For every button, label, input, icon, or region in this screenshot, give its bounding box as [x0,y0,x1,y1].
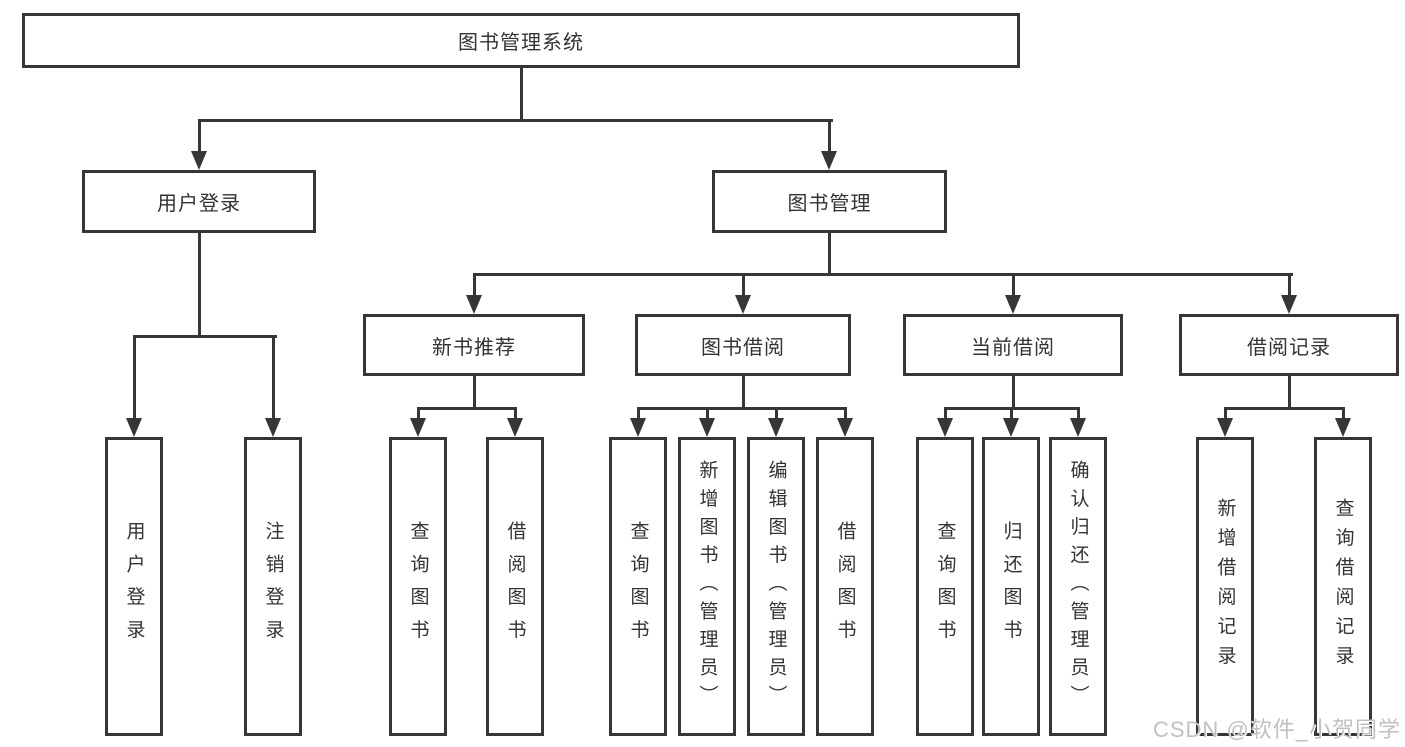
connector-line [1010,408,1013,422]
connector-line [637,408,640,422]
leaf-query-books-2: 查询图书 [609,437,667,736]
connector-line [828,120,831,156]
arrow-down-icon [1005,295,1021,314]
connector-line [1342,408,1345,422]
arrow-down-icon [126,418,142,437]
leaf-add-books-admin-label: 新增图书（管理员） [696,459,718,714]
node-book-management-system: 图书管理系统 [22,13,1020,68]
connector-line [828,233,831,275]
connector-line [1224,408,1227,422]
connector-line [742,274,745,300]
connector-line [417,408,420,422]
leaf-borrow-books: 借阅图书 [486,437,544,736]
leaf-query-books-label: 查询图书 [407,521,429,652]
leaf-query-books: 查询图书 [389,437,447,736]
connector-line [272,336,275,422]
connector-line [1012,376,1015,409]
leaf-logout-login-label: 注销登录 [262,521,284,652]
connector-line [133,335,277,338]
leaf-confirm-return-admin: 确认归还（管理员） [1049,437,1107,736]
connector-line [198,120,201,156]
arrow-down-icon [1070,418,1086,437]
connector-line [844,408,847,422]
node-book-borrow: 图书借阅 [635,314,851,376]
leaf-confirm-return-admin-label: 确认归还（管理员） [1067,459,1089,714]
connector-line [706,408,709,422]
watermark-text: CSDN @软件_小贺同学 [1152,717,1401,742]
connector-line [1224,407,1345,410]
leaf-query-borrow-record-label: 查询借阅记录 [1332,498,1354,675]
node-current-borrow: 当前借阅 [903,314,1123,376]
arrow-down-icon [630,418,646,437]
arrow-down-icon [699,418,715,437]
arrow-down-icon [735,295,751,314]
connector-line [944,408,947,422]
arrow-down-icon [768,418,784,437]
arrow-down-icon [937,418,953,437]
connector-line [775,408,778,422]
connector-line [1288,274,1291,300]
arrow-down-icon [265,418,281,437]
leaf-query-books-2-label: 查询图书 [627,521,649,652]
leaf-borrow-books-2-label: 借阅图书 [834,521,856,652]
leaf-add-borrow-record: 新增借阅记录 [1196,437,1254,736]
arrow-down-icon [410,418,426,437]
leaf-query-borrow-record: 查询借阅记录 [1314,437,1372,736]
arrow-down-icon [1335,418,1351,437]
connector-line [133,336,136,422]
leaf-return-books: 归还图书 [982,437,1040,736]
connector-line [1288,376,1291,409]
leaf-edit-books-admin-label: 编辑图书（管理员） [765,459,787,714]
connector-line [637,407,847,410]
node-user-login: 用户登录 [82,170,316,233]
connector-line [520,68,523,122]
connector-line [198,119,833,122]
leaf-borrow-books-2: 借阅图书 [816,437,874,736]
leaf-borrow-books-label: 借阅图书 [504,521,526,652]
node-new-book-recommend: 新书推荐 [363,314,585,376]
leaf-edit-books-admin: 编辑图书（管理员） [747,437,805,736]
connector-line [742,376,745,409]
arrow-down-icon [191,151,207,170]
connector-line [1077,408,1080,422]
node-book-management: 图书管理 [712,170,947,233]
arrow-down-icon [1003,418,1019,437]
leaf-user-login: 用户登录 [105,437,163,736]
arrow-down-icon [466,295,482,314]
leaf-query-books-3: 查询图书 [916,437,974,736]
leaf-return-books-label: 归还图书 [1000,521,1022,652]
connector-line [198,233,201,337]
arrow-down-icon [1217,418,1233,437]
connector-line [1012,274,1015,300]
arrow-down-icon [837,418,853,437]
arrow-down-icon [821,151,837,170]
node-borrow-records: 借阅记录 [1179,314,1399,376]
connector-line [417,407,517,410]
leaf-query-books-3-label: 查询图书 [934,521,956,652]
connector-line [473,273,1293,276]
leaf-logout-login: 注销登录 [244,437,302,736]
connector-line [473,376,476,409]
connector-line [514,408,517,422]
leaf-user-login-label: 用户登录 [123,521,145,652]
arrow-down-icon [1281,295,1297,314]
arrow-down-icon [507,418,523,437]
leaf-add-books-admin: 新增图书（管理员） [678,437,736,736]
leaf-add-borrow-record-label: 新增借阅记录 [1214,498,1236,675]
connector-line [473,274,476,300]
